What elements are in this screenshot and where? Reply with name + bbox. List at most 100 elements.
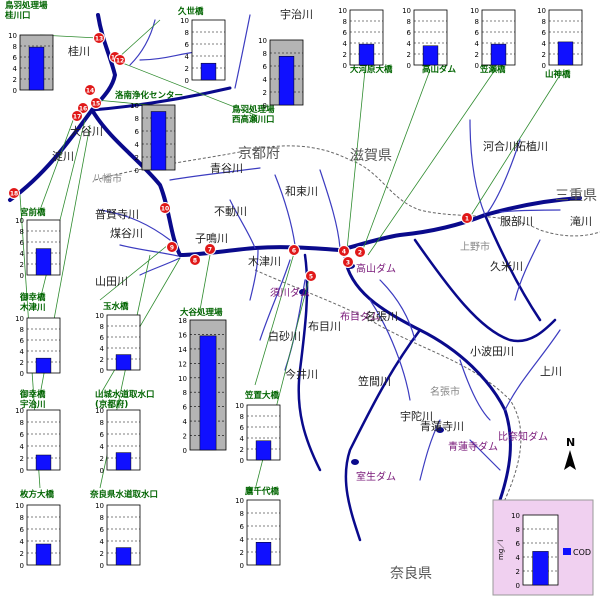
axis-tick: 8: [407, 18, 411, 26]
station-number: 13: [95, 36, 103, 43]
station-marker: 10: [159, 202, 171, 214]
axis-tick: 2: [20, 261, 24, 269]
axis-tick: 4: [20, 538, 25, 546]
station-number: 9: [170, 245, 174, 252]
svg-text:N: N: [566, 436, 575, 449]
yawata-label: 八幡市: [92, 172, 122, 185]
station-marker: 15: [90, 97, 102, 109]
axis-tick: 0: [20, 272, 24, 280]
shiga-label: 滋賀県: [350, 148, 392, 164]
shorenji-dam-label: 青蓮寺ダム: [448, 440, 498, 453]
axis-tick: 2: [240, 549, 244, 557]
cod-bar: [28, 46, 45, 91]
panel-title: 久世橋: [177, 6, 204, 17]
axis-tick: 8: [183, 389, 187, 397]
sunagawa-dam-label: 須川ダム: [270, 286, 310, 299]
axis-tick: 12: [178, 360, 187, 368]
dam-markers: [299, 263, 444, 465]
axis-tick: 8: [100, 419, 104, 427]
takimizu-river-label: 滝川: [570, 215, 592, 228]
legend-bar: [532, 551, 549, 586]
axis-tick: 10: [402, 7, 411, 15]
axis-tick: 0: [100, 367, 104, 375]
axis-tick: 2: [343, 51, 347, 59]
axis-tick: 0: [20, 370, 24, 378]
axis-tick: 6: [20, 239, 25, 247]
cod-bar: [115, 452, 132, 471]
legend-axis-tick: 6: [516, 540, 521, 548]
station-number: 17: [73, 114, 81, 121]
legend-axis-tick: 2: [516, 568, 520, 576]
prefecture-labels: 京都府 滋賀県 三重県 奈良県: [238, 146, 597, 582]
panel-title: 鷹千代橋: [245, 486, 280, 497]
shirasuna-river-label: 白砂川: [268, 329, 301, 343]
axis-tick: 4: [20, 348, 25, 356]
station-marker: 3: [342, 256, 354, 268]
ohata-river-label: 小波田川: [470, 345, 514, 358]
cod-bar: [150, 111, 167, 171]
axis-tick: 10: [15, 315, 24, 323]
cod-bar: [115, 547, 132, 566]
axis-tick: 0: [183, 447, 187, 455]
station-number: 4: [342, 249, 346, 256]
axis-tick: 4: [475, 40, 480, 48]
panel-title: 桂川口: [4, 10, 31, 21]
axis-tick: 6: [100, 431, 105, 439]
axis-tick: 4: [183, 418, 188, 426]
axis-tick: 6: [135, 128, 140, 136]
cod-bar: [199, 335, 217, 451]
axis-tick: 0: [100, 562, 104, 570]
axis-tick: 2: [185, 65, 189, 73]
axis-tick: 4: [343, 40, 348, 48]
station-number: 5: [309, 274, 313, 281]
katsura-river-label: 桂川: [68, 44, 90, 58]
panel-title: 御幸橋: [19, 292, 46, 303]
axis-tick: 6: [100, 334, 105, 342]
cod-bar: [115, 354, 132, 371]
station-number: 2: [358, 250, 362, 257]
panel-title: 山城水道取水口: [95, 389, 155, 400]
axis-tick: 4: [20, 250, 25, 258]
station-marker: 5: [305, 270, 317, 282]
axis-tick: 2: [542, 51, 546, 59]
axis-tick: 2: [20, 455, 24, 463]
station-marker: 4: [338, 245, 350, 257]
panel-title: 宮前橋: [20, 207, 46, 218]
axis-tick: 10: [130, 102, 139, 110]
axis-tick: 2: [407, 51, 411, 59]
cod-bar: [557, 41, 574, 66]
panel-title: 大河原大橋: [350, 64, 393, 75]
station-number: 3: [346, 260, 350, 267]
legend-axis-tick: 4: [516, 554, 521, 562]
hattori-river-label: 服部川: [500, 214, 533, 228]
axis-tick: 6: [20, 431, 25, 439]
panel-title: 鳥羽処理場: [232, 104, 275, 115]
yamada-river-label: 山田川: [95, 275, 128, 288]
station-marker: 16: [77, 102, 89, 114]
axis-tick: 4: [13, 65, 18, 73]
yodo-river-label: 淀川: [52, 149, 74, 163]
kyoto-label: 京都府: [238, 146, 280, 162]
shuoka-river-label: 煤谷川: [110, 227, 143, 240]
axis-tick: 8: [542, 18, 546, 26]
axis-tick: 6: [183, 404, 188, 412]
nunome-river-label: 布目川: [308, 320, 341, 333]
yoshihara-river-label: 上川: [540, 365, 562, 378]
uji-river-label: 宇治川: [280, 7, 313, 21]
axis-tick: 0: [100, 467, 104, 475]
kasama-river-label: 笠間川: [358, 374, 391, 388]
kume-river-label: 久米川: [490, 260, 523, 273]
kameshi-river-label: 子鳴川: [195, 231, 228, 245]
axis-tick: 10: [95, 312, 104, 320]
axis-tick: 10: [235, 497, 244, 505]
axis-tick: 10: [338, 7, 347, 15]
nabari-label: 名張市: [430, 385, 460, 398]
axis-tick: 0: [542, 62, 546, 70]
